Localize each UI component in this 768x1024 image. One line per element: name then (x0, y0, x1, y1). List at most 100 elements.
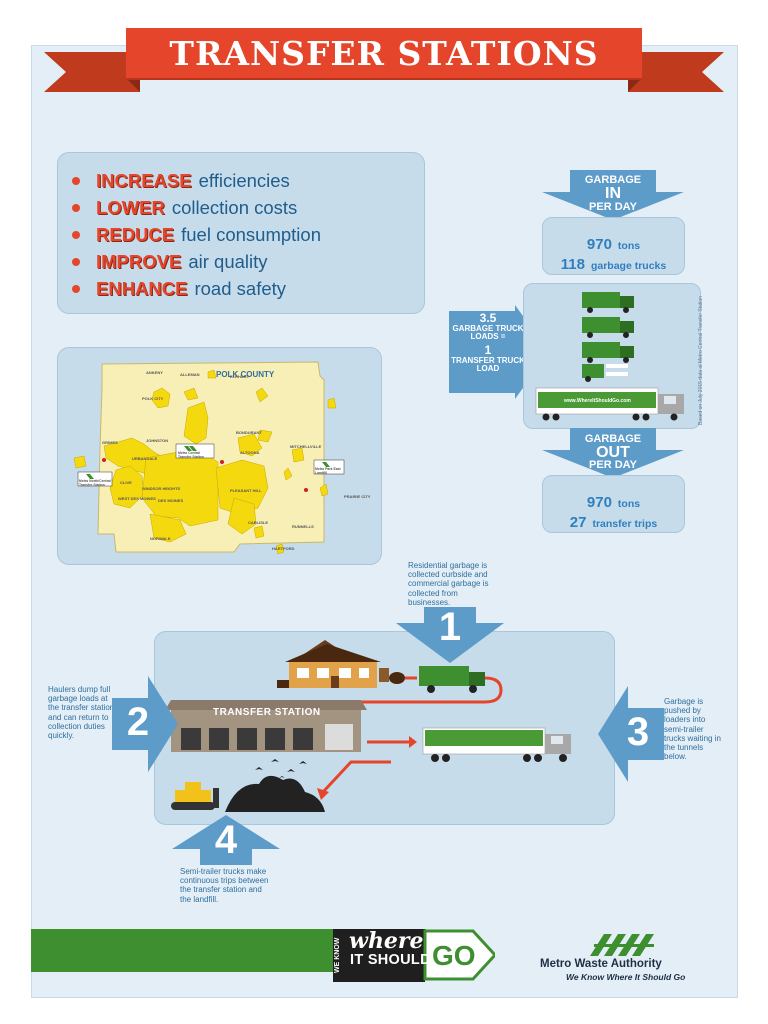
site-label-landfill: Metro Park East Landfill (315, 467, 341, 475)
garbage-in-stats: 970 tons 118 garbage trucks (542, 217, 685, 275)
trailer-url: www.WhereItShouldGo.com (564, 398, 631, 404)
arrow-down-icon (542, 428, 684, 478)
place-label: PLEASANT HILL (230, 488, 262, 493)
we-know-text: WE KNOW (334, 937, 341, 973)
step-3-arrow-icon (598, 686, 664, 782)
garbage-in-line1: GARBAGE (584, 174, 642, 186)
conversion-text: 3.5 GARBAGE TRUCK LOADS = 1 TRANSFER TRU… (449, 312, 527, 374)
benefit-text: fuel consumption (181, 223, 321, 245)
benefit-keyword: IMPROVE (96, 250, 182, 272)
birds-icon (255, 759, 307, 778)
step-2-arrow-icon (112, 676, 178, 772)
in-trucks-value: 118 (560, 256, 585, 273)
place-label: CARLISLE (248, 520, 268, 525)
polk-county-map-panel: POLK COUNTY Metro Central Transfer Stati… (57, 347, 382, 565)
benefit-text: collection costs (171, 196, 298, 218)
conversion-num1: 3.5 (479, 311, 497, 325)
place-label: ALTOONA (240, 450, 260, 455)
in-tons-unit: tons (617, 240, 641, 252)
out-trips-line: 27 transfer trips (543, 514, 684, 531)
step-3-number: 3 (626, 710, 650, 754)
step-2-number: 2 (126, 700, 150, 744)
step-1-number: 1 (438, 605, 462, 649)
benefit-text: road safety (194, 277, 287, 299)
bulldozer-icon (171, 782, 219, 810)
out-trips-unit: transfer trips (592, 518, 658, 530)
in-trucks-unit: garbage trucks (590, 260, 667, 272)
place-label: GRIMES (102, 440, 118, 445)
in-tons-line: 970 tons (543, 236, 684, 253)
bullet-icon (72, 203, 80, 212)
title-ribbon: TRANSFER STATIONS (0, 0, 768, 110)
garbage-trucks-illustration (535, 292, 684, 421)
benefit-item: ENHANCE road safety (70, 275, 424, 302)
place-label: PRAIRIE CITY (344, 494, 371, 499)
source-note-text: Based on July 2015 data at Metro Central… (698, 296, 704, 425)
step-1-arrow-icon (396, 607, 504, 663)
benefit-keyword: REDUCE (96, 223, 175, 245)
garbage-out-line2: OUT (596, 444, 630, 461)
in-trucks-line: 118 garbage trucks (543, 256, 684, 273)
landfill-icon (225, 775, 325, 812)
go-text: GO (432, 940, 476, 971)
place-label: DES MOINES (158, 498, 184, 503)
out-tons-value: 970 (586, 494, 612, 511)
garbage-out-line1: GARBAGE (584, 433, 642, 445)
transfer-station-icon (165, 700, 367, 752)
place-label: NORWALK (150, 536, 171, 541)
garbage-out-stats: 970 tons 27 transfer trips (542, 475, 685, 533)
place-label: RUNNELLS (292, 524, 314, 529)
process-illustration (165, 640, 571, 812)
place-label: CLIVE (120, 480, 132, 485)
site-label-north: Metro North/Central Transfer Station (79, 479, 111, 487)
step-4-number: 4 (214, 818, 238, 862)
benefit-keyword: INCREASE (96, 169, 192, 191)
out-trips-value: 27 (569, 514, 587, 531)
conversion-text1: GARBAGE TRUCK LOADS = (452, 323, 524, 341)
step-2-text: Haulers dump full garbage loads at the t… (48, 685, 115, 740)
conversion-num2: 1 (484, 343, 492, 358)
garbage-in-arrow: GARBAGE IN PER DAY (542, 170, 684, 220)
process-panel: TRANSFER STATION (154, 631, 615, 825)
step-1-text: Residential garbage is collected curbsid… (408, 561, 489, 607)
step-4-arrow-icon (172, 815, 280, 865)
in-tons-value: 970 (586, 236, 612, 253)
truck-comparison-panel: www.WhereItShouldGo.com (523, 283, 701, 429)
out-tons-unit: tons (617, 498, 641, 510)
benefit-item: IMPROVE air quality (70, 248, 424, 275)
page-title: TRANSFER STATIONS (169, 33, 599, 73)
house-icon (277, 640, 381, 688)
place-label: URBANDALE (132, 456, 158, 461)
benefit-item: INCREASE efficiencies (70, 167, 424, 194)
conversion-text2: TRANSFER TRUCK LOAD (451, 355, 525, 374)
bullet-icon (72, 230, 80, 239)
county-map (73, 361, 345, 555)
bullet-icon (72, 176, 80, 185)
benefit-keyword: ENHANCE (96, 277, 188, 299)
place-label: JOHNSTON (146, 438, 169, 443)
place-label: ELKHART (230, 374, 250, 379)
garbage-truck-icon (419, 666, 485, 693)
mwa-logo-icon (590, 934, 654, 956)
garbage-in-line2: IN (605, 185, 621, 202)
bullet-icon (72, 284, 80, 293)
county-label: POLK COUNTY (216, 370, 275, 379)
place-label: WINDSOR HEIGHTS (142, 486, 181, 491)
footer-slogan-arrow (333, 929, 495, 982)
org-name: Metro Waste Authority (540, 958, 662, 970)
benefit-item: REDUCE fuel consumption (70, 221, 424, 248)
place-label: ALLEMAN (180, 372, 200, 377)
place-label: BONDURANT (236, 430, 262, 435)
transfer-station-label: TRANSFER STATION (213, 707, 321, 718)
step-3-text: Garbage is pushed by loaders into semi-t… (664, 697, 721, 762)
semi-trailer-icon (422, 727, 571, 762)
benefit-text: efficiencies (198, 169, 290, 191)
benefit-text: air quality (188, 250, 268, 272)
ribbon-shape (44, 52, 724, 92)
garbage-out-line3: PER DAY (589, 459, 637, 471)
garbage-out-arrow: GARBAGE OUT PER DAY (542, 428, 684, 478)
place-label: WEST DES MOINES (118, 496, 156, 501)
it-should-text: IT SHOULD (350, 952, 431, 968)
title-banner: TRANSFER STATIONS (126, 28, 642, 78)
site-label-central: Metro Central Transfer Station (178, 451, 204, 459)
